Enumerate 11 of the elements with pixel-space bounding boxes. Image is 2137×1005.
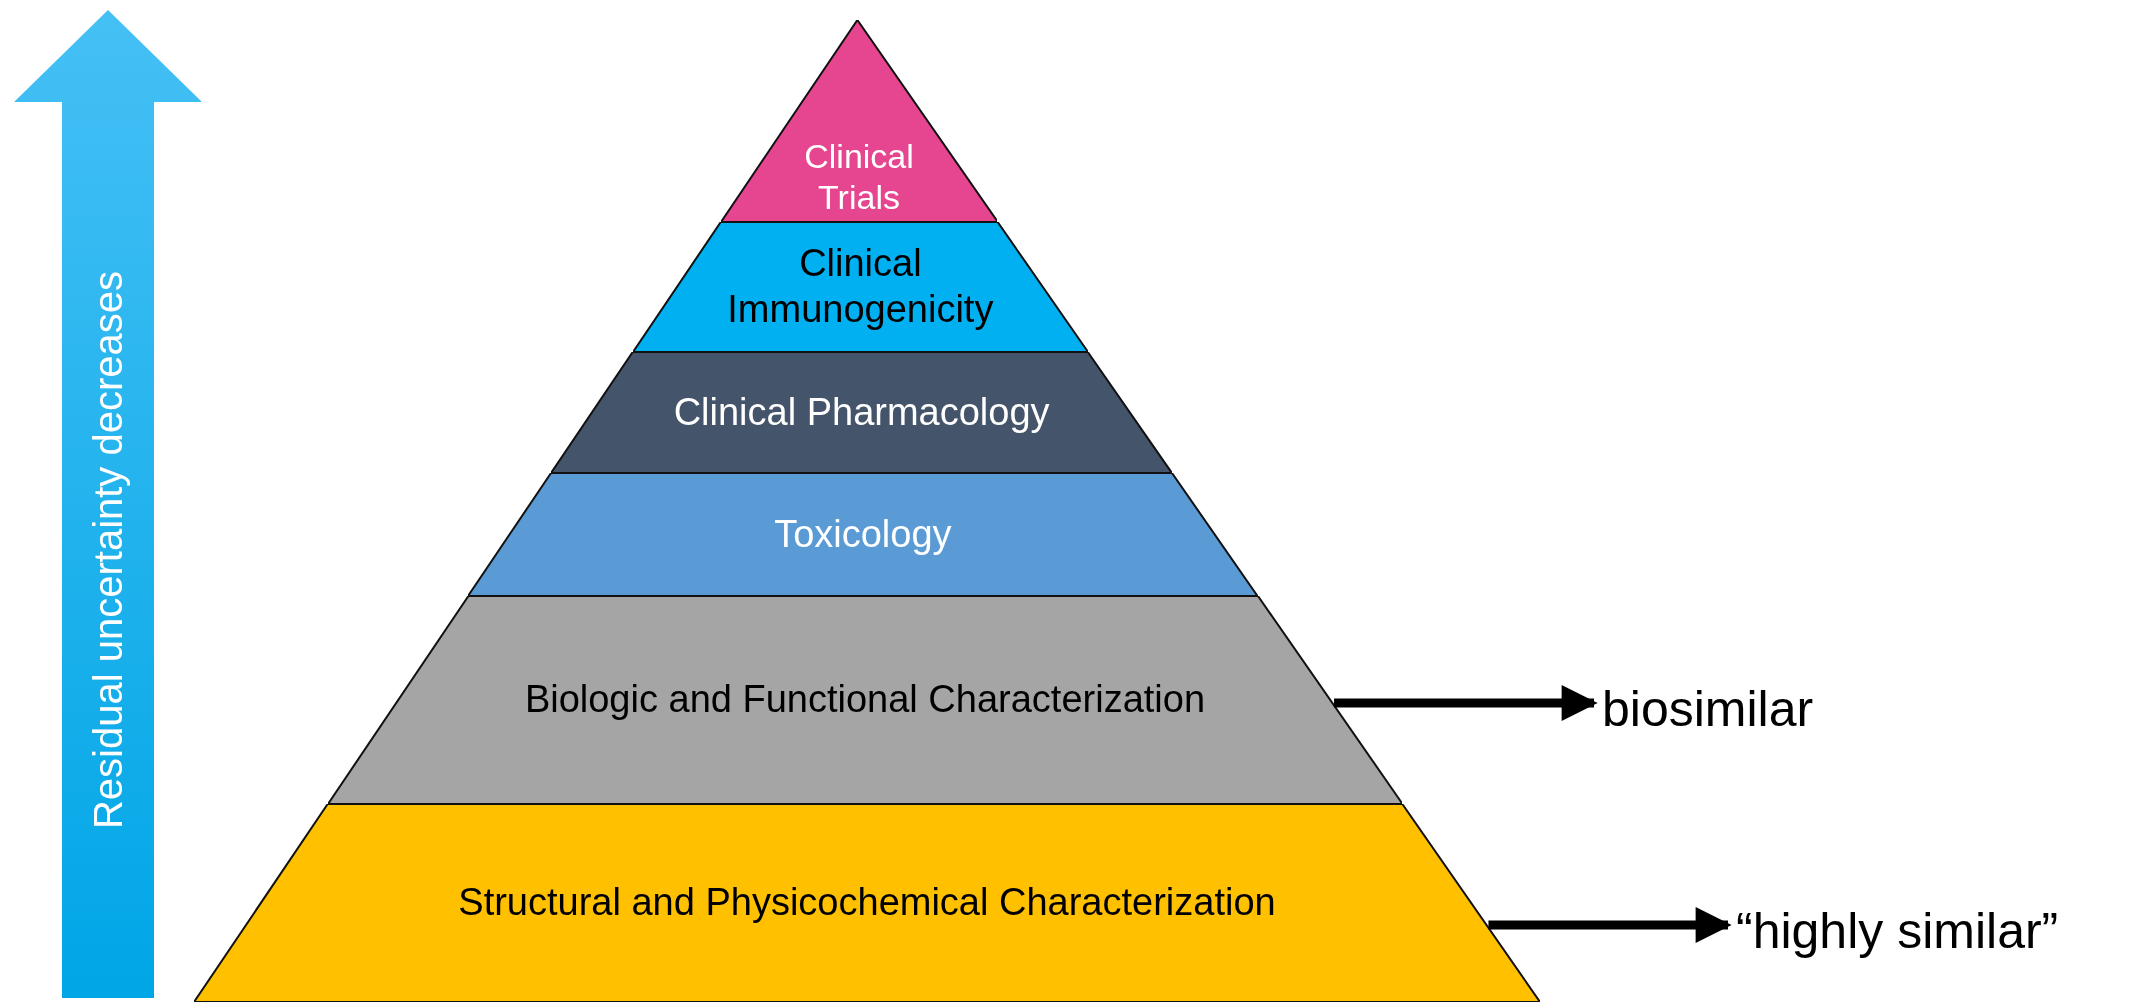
layer-label: Clinical Trials: [803, 136, 915, 218]
layer-label: Structural and Physicochemical Characterization: [458, 880, 1276, 926]
arrow: [1334, 685, 1598, 721]
layer-label: Biologic and Functional Characterization: [524, 677, 1206, 723]
layer-label: Toxicology: [774, 511, 952, 557]
layer-label: Clinical Pharmacology: [673, 389, 1050, 435]
band-label: Residual uncertainty decreases: [85, 270, 131, 830]
arrow: [1488, 907, 1732, 943]
outcome-label: biosimilar: [1602, 681, 1814, 737]
layer-label: Clinical Immunogenicity: [726, 241, 995, 332]
outcome-label: “highly similar”: [1736, 903, 2059, 959]
